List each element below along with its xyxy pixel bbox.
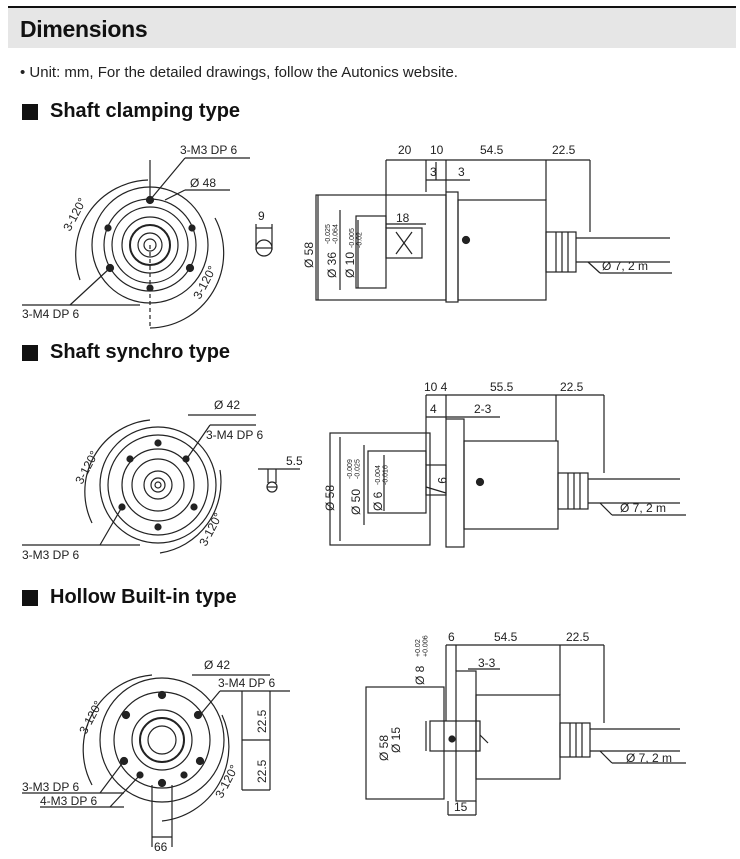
dim-dia-flange: Ø 36 <box>325 252 339 278</box>
dim-t1: 4 <box>430 402 437 416</box>
dim-d1: 20 <box>398 143 412 157</box>
label-key: 9 <box>258 209 265 223</box>
dim-h: 66 <box>154 840 168 854</box>
dim-t2: 3-3 <box>478 656 496 670</box>
dim-d4: 22.5 <box>566 630 590 644</box>
section-title-shaft-synchro: Shaft synchro type <box>22 341 230 364</box>
side-view <box>365 644 686 816</box>
dim-v2: 22.5 <box>255 759 269 783</box>
drawing-hollow-built-in: Ø 42 3-M4 DP 6 3-120° 3-120° 22.5 22.5 3… <box>22 630 686 854</box>
drawing-shaft-clamping: 3-M3 DP 6 Ø 48 3-120° 3-120° 3-M4 DP 6 9 <box>22 143 672 329</box>
section-header: Dimensions <box>8 8 736 48</box>
label-top: 3-M4 DP 6 <box>218 676 275 690</box>
label-top: 3-M4 DP 6 <box>206 428 263 442</box>
front-view <box>22 414 256 554</box>
dim-d3: 55.5 <box>490 380 514 394</box>
section-title-hollow-built-in: Hollow Built-in type <box>22 586 237 609</box>
dim-dia-shaft: Ø 6 <box>371 491 385 511</box>
header-rule <box>8 6 736 8</box>
dim-dia-flange: Ø 50 <box>349 489 363 515</box>
unit-note: • Unit: mm, For the detailed drawings, f… <box>20 64 458 81</box>
dim-dia-hole: Ø 15 <box>389 727 403 753</box>
label-bottom: 3-M3 DP 6 <box>22 548 79 562</box>
label-key: 5.5 <box>286 454 303 468</box>
dim-d1: 10 4 <box>424 380 448 394</box>
dim-d4: 22.5 <box>552 143 576 157</box>
label-bottom-2: 4-M3 DP 6 <box>40 794 97 808</box>
label-top: 3-M3 DP 6 <box>180 143 237 157</box>
label-dia: Ø 48 <box>190 176 216 190</box>
bullet-square-icon <box>22 589 38 606</box>
label-angle-left: 3-120° <box>72 448 101 486</box>
dim-dia-body: Ø 58 <box>377 735 391 761</box>
front-view <box>22 157 250 329</box>
tol-flange: -0.025-0.064 <box>325 224 340 244</box>
dim-d3: 54.5 <box>480 143 504 157</box>
dim-shaft-len: 9 <box>435 477 449 484</box>
label-bottom: 3-M4 DP 6 <box>22 307 79 321</box>
side-view <box>315 159 672 303</box>
dim-d1: 6 <box>448 630 455 644</box>
dim-d3: 54.5 <box>494 630 518 644</box>
dim-t1: 3 <box>430 165 437 179</box>
dim-dia-body: Ø 58 <box>302 242 316 268</box>
cable-label: Ø 7, 2 m <box>626 751 672 765</box>
label-bottom-1: 3-M3 DP 6 <box>22 780 79 794</box>
label-dia: Ø 42 <box>214 398 240 412</box>
bullet-square-icon <box>22 344 38 361</box>
shaft-key-view <box>258 468 300 493</box>
drawing-shaft-synchro: Ø 42 3-M4 DP 6 3-120° 3-120° 3-M3 DP 6 5… <box>22 380 686 562</box>
dim-dia-body: Ø 58 <box>323 485 337 511</box>
side-view <box>329 394 686 548</box>
label-angle-right: 3-120° <box>196 510 225 548</box>
page-title: Dimensions <box>20 16 148 42</box>
front-view <box>22 674 290 847</box>
cable-label: Ø 7, 2 m <box>620 501 666 515</box>
dim-dia-bore: Ø 8 <box>413 665 427 685</box>
label-dia: Ø 42 <box>204 658 230 672</box>
dim-d4: 22.5 <box>560 380 584 394</box>
dim-t2: 2-3 <box>474 402 492 416</box>
tol-shaft: -0.005-0.02 <box>349 228 364 248</box>
dim-shaft-len: 18 <box>396 211 410 225</box>
tol-shaft: -0.004-0.016 <box>375 465 390 485</box>
dim-d2: 10 <box>430 143 444 157</box>
shaft-key-view <box>255 224 273 257</box>
section-title-shaft-clamping: Shaft clamping type <box>22 100 240 123</box>
dim-dia-shaft: Ø 10 <box>343 252 357 278</box>
tol-bore: +0.02+0.006 <box>415 635 430 657</box>
label-angle-left: 3-120° <box>60 195 89 233</box>
dim-v1: 22.5 <box>255 709 269 733</box>
dim-bottom: 15 <box>454 800 468 814</box>
bullet-square-icon <box>22 103 38 120</box>
tol-flange: -0.009-0.025 <box>347 459 362 479</box>
cable-label: Ø 7, 2 m <box>602 259 648 273</box>
dim-t2: 3 <box>458 165 465 179</box>
